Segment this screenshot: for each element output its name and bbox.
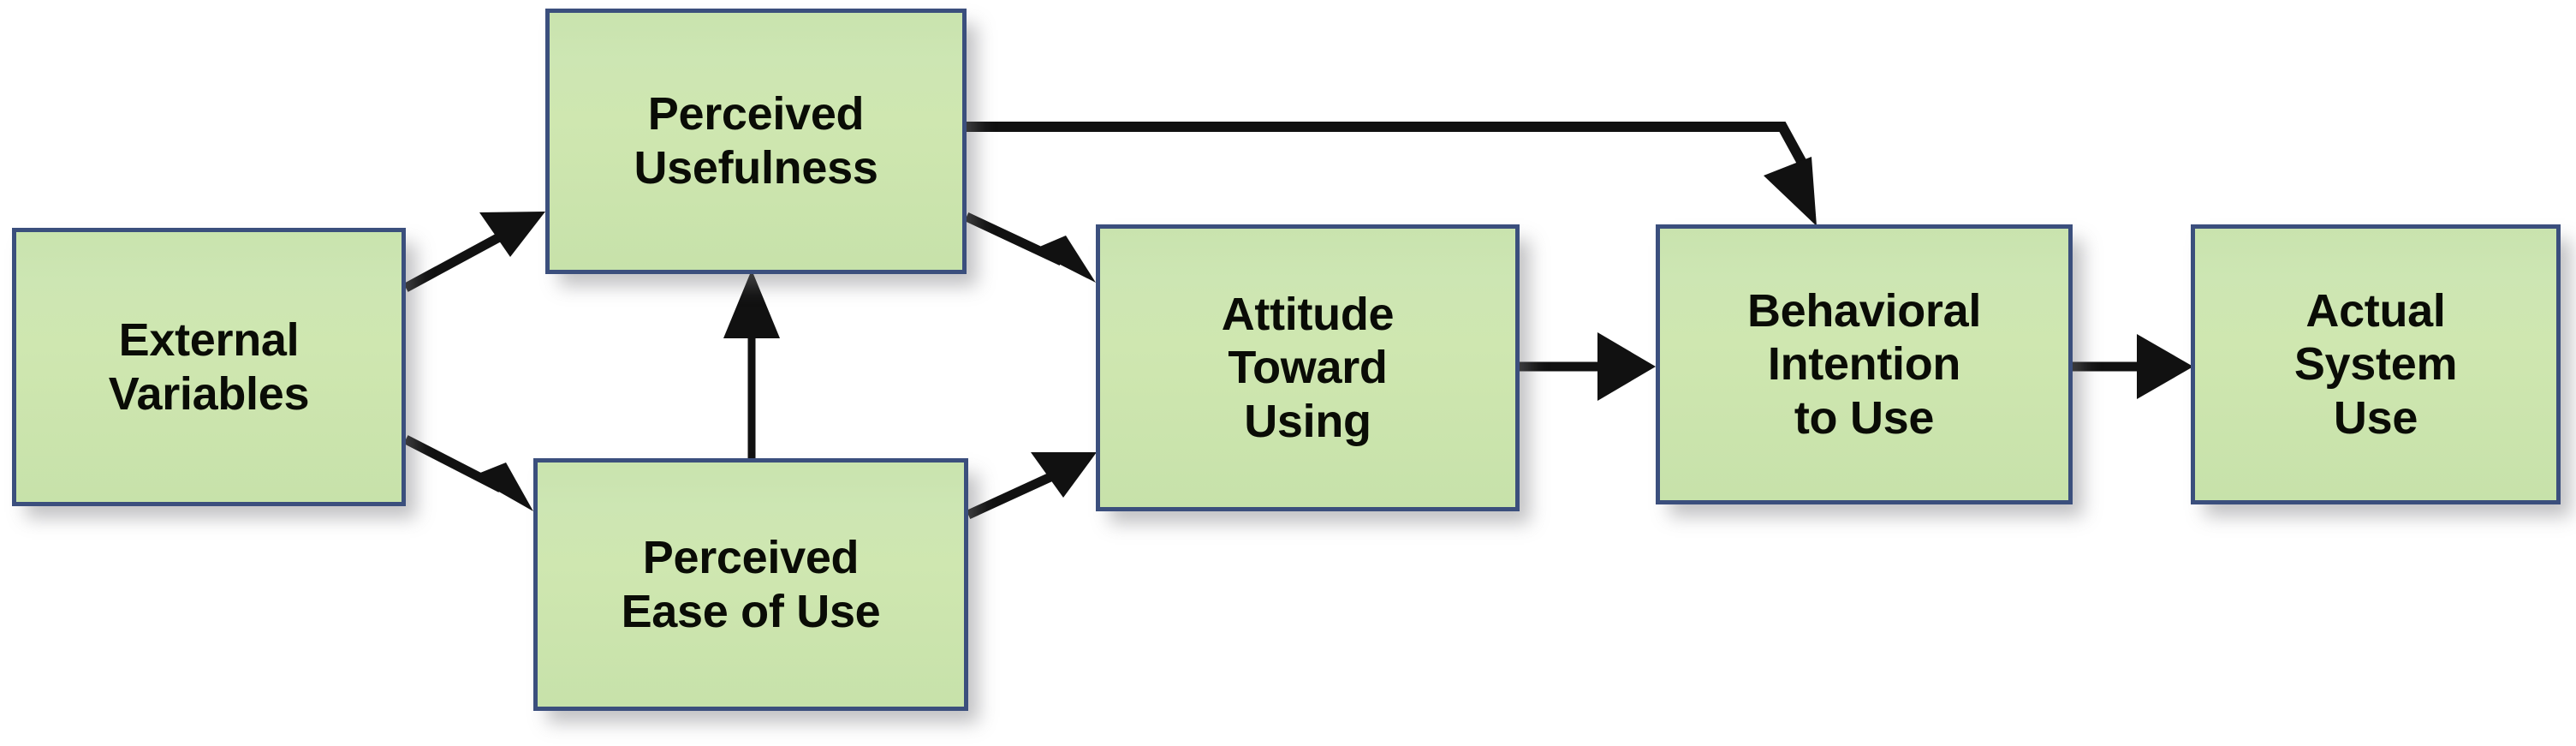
node-attitude-toward-using[interactable]: Attitude Toward Using (1096, 224, 1520, 511)
node-behavioral-intention-to-use[interactable]: Behavioral Intention to Use (1656, 224, 2073, 504)
edge-external-variables-to-perceived-usefulness (403, 212, 545, 292)
node-label-external-variables: External Variables (108, 313, 310, 420)
node-label-actual-system-use: Actual System Use (2293, 284, 2458, 444)
edge-perceived-usefulness-to-behavioral-intention-to-use (967, 122, 1817, 226)
node-actual-system-use[interactable]: Actual System Use (2191, 224, 2561, 504)
edge-perceived-ease-of-use-to-attitude-toward-using (966, 452, 1097, 519)
node-label-behavioral-intention-to-use: Behavioral Intention to Use (1746, 284, 1982, 444)
edge-behavioral-intention-to-use-to-actual-system-use (2073, 334, 2193, 399)
edge-attitude-toward-using-to-behavioral-intention-to-use (1520, 332, 1656, 401)
node-external-variables[interactable]: External Variables (12, 228, 406, 506)
node-label-perceived-usefulness: Perceived Usefulness (634, 88, 878, 194)
node-label-attitude-toward-using: Attitude Toward Using (1221, 288, 1395, 447)
node-perceived-ease-of-use[interactable]: Perceived Ease of Use (533, 458, 968, 711)
node-label-perceived-ease-of-use: Perceived Ease of Use (621, 531, 881, 637)
edge-perceived-usefulness-to-attitude-toward-using (964, 212, 1096, 283)
edge-perceived-ease-of-use-to-perceived-usefulness (723, 270, 780, 458)
edge-external-variables-to-perceived-ease-of-use (403, 435, 533, 511)
node-perceived-usefulness[interactable]: Perceived Usefulness (545, 9, 967, 274)
